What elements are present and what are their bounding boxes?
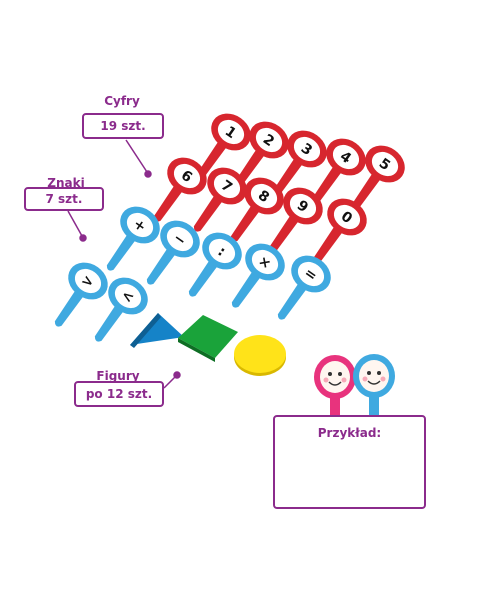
blue-sign-paddle-3: × — [231, 243, 285, 308]
red-digit-paddle-2: 2 — [235, 121, 289, 186]
blue-sign-paddle-0: + — [106, 206, 160, 271]
shapes-label-title: Figury — [96, 369, 140, 383]
red-digit-paddle-6: 6 — [153, 157, 207, 222]
yellow-circle-shape — [234, 335, 286, 373]
signs-connector — [67, 210, 83, 237]
signs-label-title: Znaki — [47, 176, 85, 190]
blue-sign-paddle-extra-0: > — [54, 262, 108, 327]
digits-label-count: 19 szt. — [82, 113, 164, 139]
shapes-label-count: po 12 szt. — [74, 381, 164, 407]
signs-connector-dot — [79, 234, 87, 242]
red-digit-paddle-8: 8 — [230, 177, 284, 242]
example-title: Przykład: — [317, 426, 382, 440]
red-digit-paddle-4: 4 — [312, 138, 366, 203]
red-digit-paddle-1: 1 — [197, 113, 251, 178]
blue-sign-paddle-1: − — [146, 220, 200, 285]
digits-label-title: Cyfry — [104, 94, 140, 108]
blue-face-paddle — [353, 354, 395, 427]
red-digit-paddle-9: 9 — [269, 187, 323, 252]
example-box: Przykład: — [273, 415, 426, 509]
red-digit-paddle-7: 7 — [193, 167, 247, 232]
red-digit-paddle-0: 0 — [313, 198, 367, 263]
green-square-shape — [178, 315, 238, 358]
shapes-connector-dot — [173, 371, 181, 379]
shapes-connector — [163, 375, 177, 389]
digits-connector — [125, 139, 148, 173]
blue-sign-paddle-extra-1: < — [94, 277, 148, 342]
signs-label-count: 7 szt. — [24, 187, 104, 211]
digits-connector-dot — [144, 170, 152, 178]
blue-sign-paddle-2: : — [188, 232, 242, 297]
blue-sign-paddle-4: = — [277, 255, 331, 320]
red-digit-paddle-5: 5 — [351, 145, 405, 210]
red-digit-paddle-3: 3 — [273, 130, 327, 195]
